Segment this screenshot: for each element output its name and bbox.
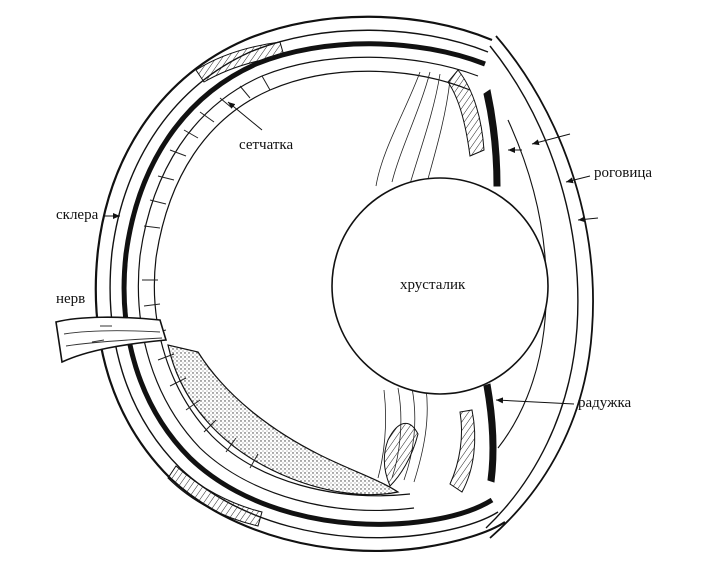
iris-lower [483, 383, 497, 483]
cornea-inner [485, 45, 579, 529]
vitreous-dotted-region [167, 344, 400, 496]
cornea-outer [489, 35, 594, 539]
retina-pointer [227, 101, 263, 131]
ciliary-body-upper [447, 69, 485, 157]
ciliary-body-lower [449, 409, 476, 493]
cornea-pointer-1 [531, 133, 571, 146]
optic-nerve [55, 316, 168, 364]
cornea-pointer-3 [577, 216, 599, 223]
retina-outer-line [137, 56, 479, 511]
iris-pointer [495, 397, 575, 405]
cornea-pointer-2 [565, 175, 591, 184]
ciliary-muscle-lower [383, 423, 419, 487]
iris-label: радужка [578, 395, 632, 411]
zonule-upper [375, 71, 451, 187]
retina-texture [142, 75, 271, 469]
anterior-chamber-line [497, 119, 547, 449]
cornea-label: роговица [594, 165, 653, 181]
upper-ciliary-tissue [195, 41, 285, 83]
sclera-label: склера [56, 207, 99, 223]
nerve-label: нерв [56, 291, 86, 307]
lower-ciliary-tissue [167, 465, 263, 527]
iris-upper [483, 89, 501, 187]
retina-label: сетчатка [239, 137, 294, 153]
lens-label: хрусталик [400, 277, 466, 293]
optic-nerve-fibers [63, 325, 163, 347]
lens-body [331, 177, 549, 395]
retina-inner-line [153, 70, 471, 497]
